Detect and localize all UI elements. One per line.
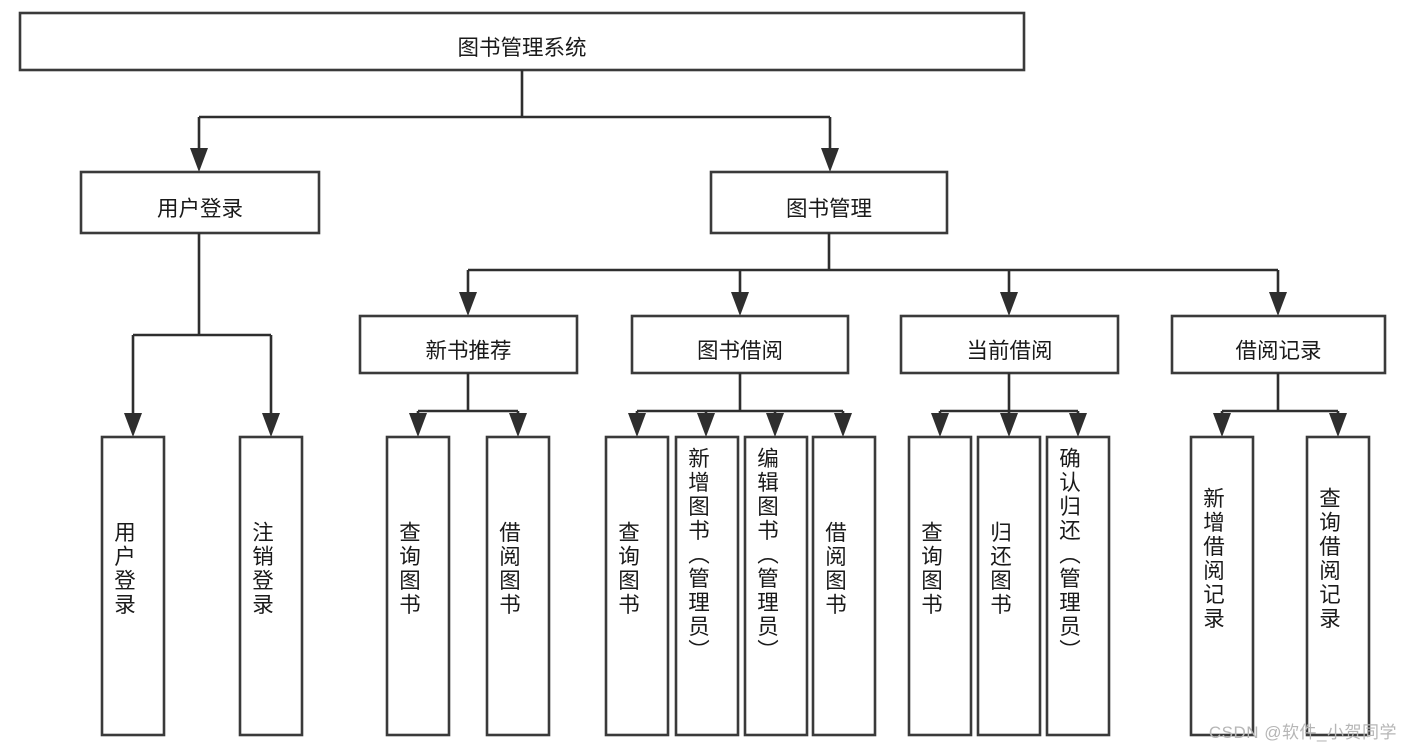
arrow-to-book-borrow bbox=[731, 292, 749, 316]
node-book-borrow-box[interactable] bbox=[630, 314, 850, 375]
arrow-to-current-borrow bbox=[1000, 292, 1018, 316]
connector-bookmanage-to-level3 bbox=[466, 233, 1280, 296]
leaf-box-borrow-book-b[interactable] bbox=[811, 435, 877, 737]
node-root-box[interactable] bbox=[18, 11, 1026, 72]
connector-root-to-level2 bbox=[197, 70, 832, 152]
node-user-login-box[interactable] bbox=[79, 170, 321, 235]
leaf-box-query-book-c[interactable] bbox=[907, 435, 973, 737]
arrow-to-leaf-query-record bbox=[1329, 413, 1347, 437]
leaf-box-borrow-book-a[interactable] bbox=[485, 435, 551, 737]
leaf-box-edit-book[interactable] bbox=[743, 435, 809, 737]
arrow-to-leaf-query-book-b bbox=[628, 413, 646, 437]
leaf-box-return-book[interactable] bbox=[976, 435, 1042, 737]
leaf-box-query-record[interactable] bbox=[1305, 435, 1371, 737]
leaf-box-confirm-return[interactable] bbox=[1045, 435, 1111, 737]
arrow-to-leaf-user-login bbox=[124, 413, 142, 437]
watermark-text: CSDN @软件_小贺同学 bbox=[1208, 723, 1397, 742]
arrow-to-leaf-confirm-return bbox=[1069, 413, 1087, 437]
leaf-box-query-book-a[interactable] bbox=[385, 435, 451, 737]
leaf-box-query-book-b[interactable] bbox=[604, 435, 670, 737]
arrow-to-leaf-logout bbox=[262, 413, 280, 437]
arrow-to-borrow-record bbox=[1269, 292, 1287, 316]
node-book-manage-box[interactable] bbox=[709, 170, 949, 235]
node-current-borrow-box[interactable] bbox=[899, 314, 1120, 375]
connector-borrowrecord-to-leaves bbox=[1220, 373, 1340, 417]
leaf-box-add-record[interactable] bbox=[1189, 435, 1255, 737]
leaf-box-user-login[interactable] bbox=[100, 435, 166, 737]
arrow-to-new-book bbox=[459, 292, 477, 316]
arrow-to-leaf-add-book bbox=[697, 413, 715, 437]
connector-bookborrow-to-leaves bbox=[635, 373, 845, 417]
node-new-book-box[interactable] bbox=[358, 314, 579, 375]
arrow-to-leaf-query-book-c bbox=[931, 413, 949, 437]
connector-currentborrow-to-leaves bbox=[938, 373, 1080, 417]
arrow-to-leaf-return-book bbox=[1000, 413, 1018, 437]
leaf-box-logout[interactable] bbox=[238, 435, 304, 737]
arrow-to-leaf-edit-book bbox=[766, 413, 784, 437]
arrow-to-book-manage bbox=[821, 148, 839, 172]
node-borrow-record-box[interactable] bbox=[1170, 314, 1387, 375]
arrow-to-user-login bbox=[190, 148, 208, 172]
arrow-to-leaf-query-book-a bbox=[409, 413, 427, 437]
leaf-box-add-book[interactable] bbox=[674, 435, 740, 737]
connector-userlogin-to-leaves bbox=[131, 233, 273, 417]
connector-newbook-to-leaves bbox=[416, 373, 520, 417]
arrow-to-leaf-add-record bbox=[1213, 413, 1231, 437]
arrow-to-leaf-borrow-book-a bbox=[509, 413, 527, 437]
arrow-to-leaf-borrow-book-b bbox=[834, 413, 852, 437]
